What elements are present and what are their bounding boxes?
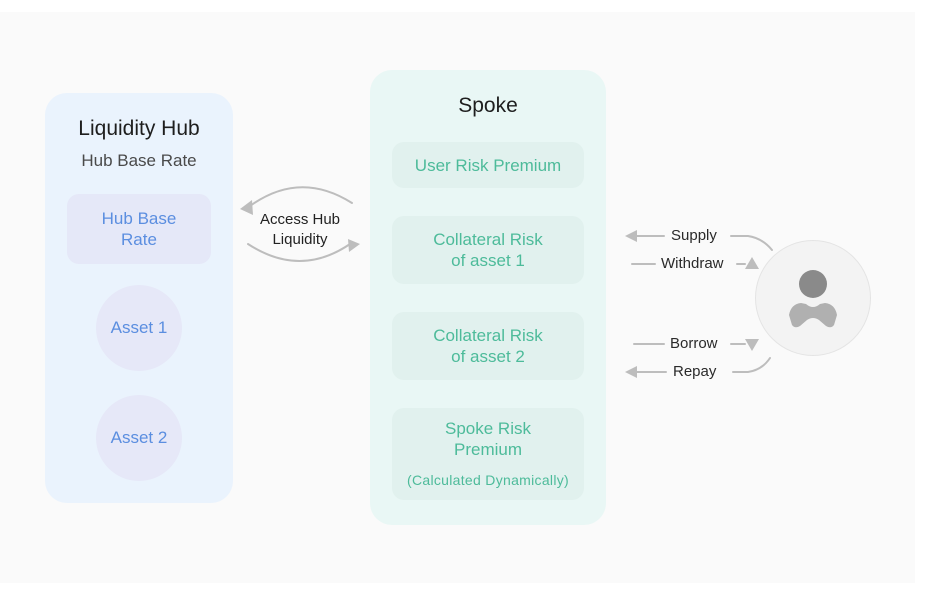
- arc-top-arrow: [249, 186, 353, 207]
- access-label-line2: Liquidity: [272, 231, 328, 248]
- arrowhead-right-icon: [348, 239, 360, 252]
- user-avatar: [755, 240, 871, 356]
- hub-base-rate-label: Hub Base Rate: [101, 209, 177, 249]
- box-label-line1: Spoke Risk: [445, 418, 531, 438]
- box-label-line1: Collateral Risk: [433, 230, 543, 249]
- arrowhead-left-icon: [240, 200, 253, 215]
- box-label-line2: of asset 1: [451, 251, 525, 270]
- asset-label: Asset 2: [110, 428, 168, 447]
- asset-1-node: Asset 1: [96, 285, 182, 371]
- borrow-arrowhead-icon: [745, 339, 759, 351]
- box-label-line2: of asset 2: [451, 347, 525, 366]
- repay-arrowhead-icon: [625, 366, 637, 378]
- repay-label: Repay: [673, 363, 717, 380]
- spoke-panel: Spoke User Risk Premium Collateral Risk …: [370, 70, 606, 525]
- box-note: (Calculated Dynamically): [406, 471, 570, 488]
- box-label: User Risk Premium: [414, 155, 562, 175]
- supply-line-right: [730, 235, 773, 251]
- supply-label: Supply: [671, 227, 717, 244]
- access-label-line1: Access Hub: [259, 211, 341, 228]
- collateral-risk-asset-1-box: Collateral Risk of asset 1: [392, 216, 584, 284]
- liquidity-hub-panel: Liquidity Hub Hub Base Rate Hub Base Rat…: [45, 93, 233, 503]
- withdraw-arrowhead-icon: [745, 257, 759, 269]
- collateral-risk-asset-2-box: Collateral Risk of asset 2: [392, 312, 584, 380]
- asset-2-node: Asset 2: [96, 395, 182, 481]
- repay-line-right: [732, 357, 771, 373]
- spoke-risk-premium-box: Spoke Risk Premium (Calculated Dynamical…: [392, 408, 584, 500]
- user-risk-premium-box: User Risk Premium: [392, 142, 584, 188]
- withdraw-label: Withdraw: [661, 255, 724, 272]
- hub-title: Liquidity Hub: [78, 117, 200, 140]
- asset-label: Asset 1: [110, 318, 168, 337]
- spoke-title: Spoke: [458, 94, 518, 117]
- access-hub-liquidity-label: Access Hub Liquidity: [250, 210, 350, 250]
- borrow-label: Borrow: [670, 335, 718, 352]
- arc-bottom-arrow: [247, 243, 351, 262]
- user-avatar-icon: [789, 270, 837, 328]
- supply-arrowhead-icon: [625, 230, 637, 242]
- hub-subtitle: Hub Base Rate: [81, 151, 197, 170]
- box-label-line1: Collateral Risk: [433, 326, 543, 345]
- hub-base-rate-box: Hub Base Rate: [67, 194, 211, 264]
- box-label-line2: Premium: [453, 439, 522, 459]
